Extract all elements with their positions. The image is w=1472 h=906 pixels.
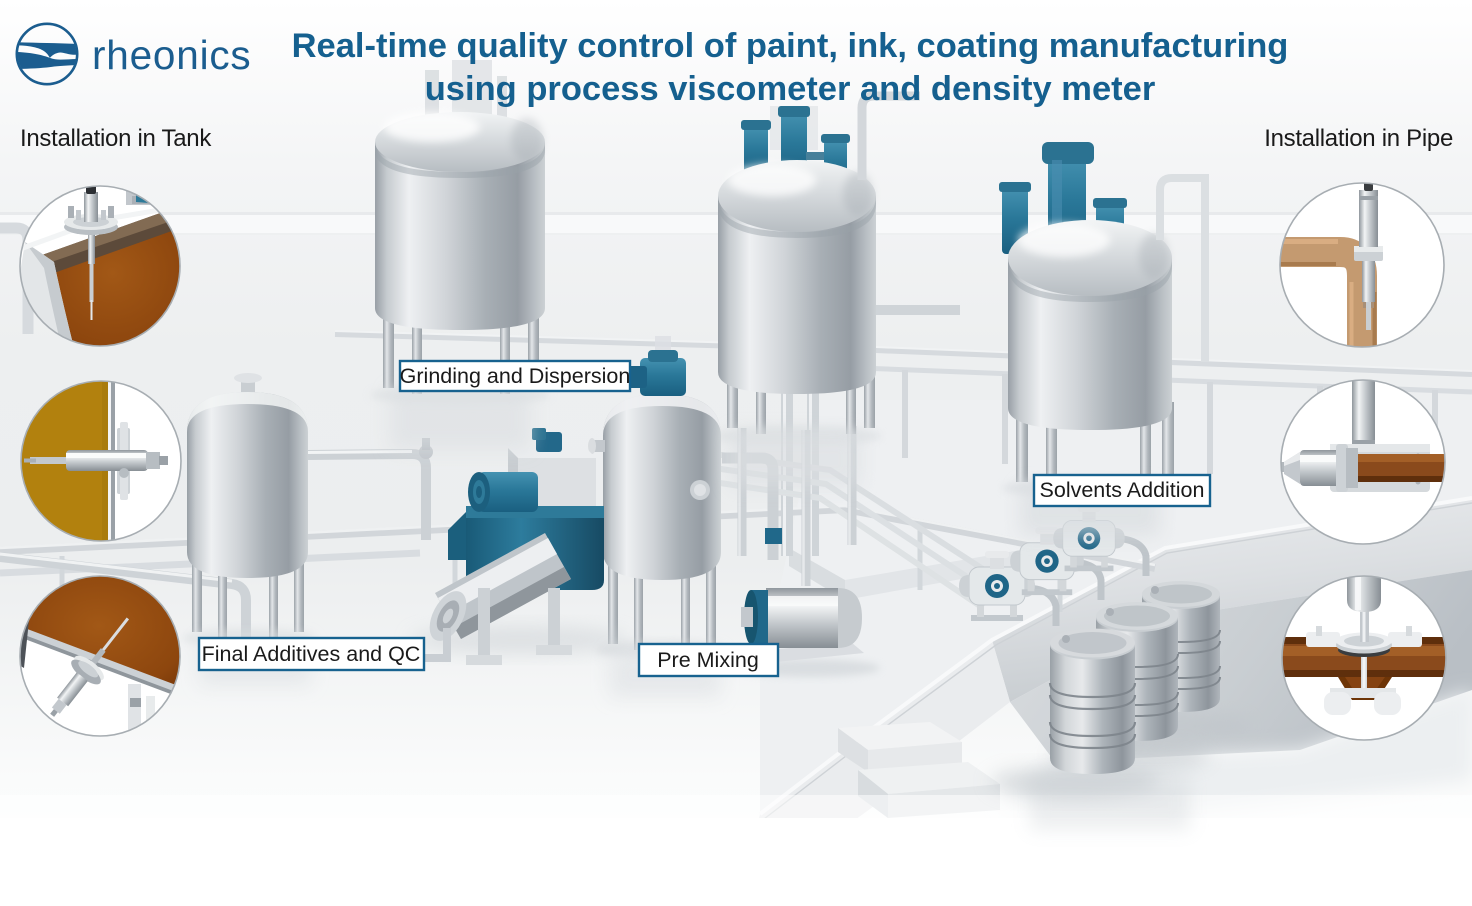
svg-text:Final Additives and QC: Final Additives and QC: [202, 642, 421, 666]
svg-text:Installation in Pipe: Installation in Pipe: [1264, 125, 1453, 152]
svg-text:using process viscometer and d: using process viscometer and density met…: [425, 70, 1156, 108]
svg-text:Pre Mixing: Pre Mixing: [657, 648, 759, 672]
svg-text:Real-time quality control of p: Real-time quality control of paint, ink,…: [292, 27, 1289, 65]
svg-text:Installation in Tank: Installation in Tank: [20, 125, 212, 152]
svg-text:Solvents Addition: Solvents Addition: [1040, 478, 1205, 502]
svg-text:Grinding and Dispersion: Grinding and Dispersion: [400, 364, 631, 388]
svg-text:rheonics: rheonics: [92, 32, 251, 78]
